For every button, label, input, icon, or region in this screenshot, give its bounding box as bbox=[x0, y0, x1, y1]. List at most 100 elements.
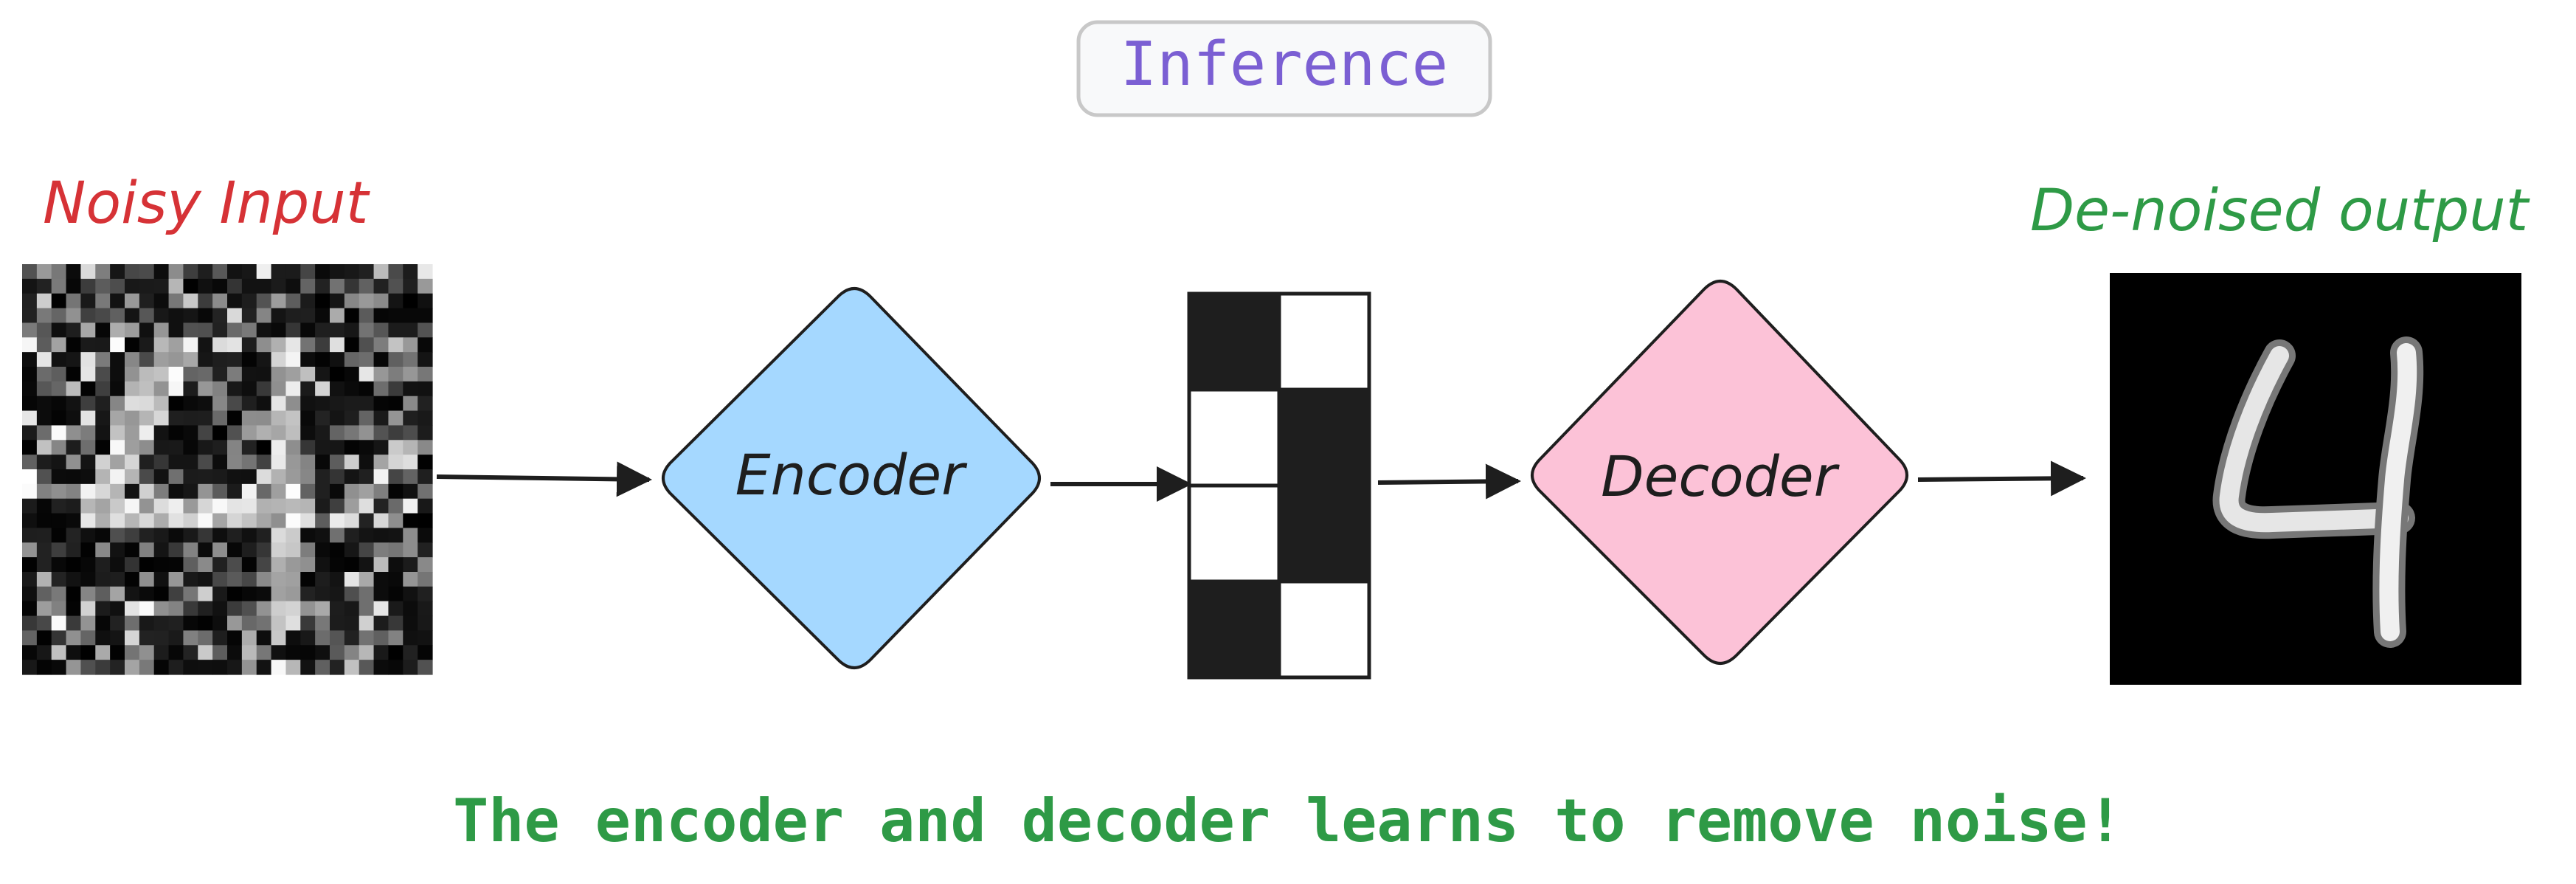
noise-pixel bbox=[359, 278, 375, 294]
noise-pixel bbox=[373, 367, 389, 382]
noisy-input-label: Noisy Input bbox=[43, 170, 370, 237]
noise-pixel bbox=[168, 528, 184, 543]
noise-pixel bbox=[95, 483, 111, 500]
noise-pixel bbox=[51, 455, 67, 470]
noise-pixel bbox=[388, 645, 404, 660]
noise-pixel bbox=[256, 410, 272, 427]
noise-pixel bbox=[359, 528, 375, 543]
noise-pixel bbox=[403, 498, 418, 514]
noise-pixel bbox=[22, 410, 38, 427]
decoder-block: Decoder bbox=[1531, 280, 1908, 665]
noise-pixel bbox=[271, 322, 287, 338]
noise-pixel bbox=[315, 601, 330, 617]
noise-pixel bbox=[241, 660, 257, 675]
noise-pixel bbox=[125, 278, 140, 294]
noise-pixel bbox=[198, 410, 213, 427]
noise-pixel bbox=[418, 396, 433, 412]
noise-pixel bbox=[110, 601, 125, 617]
noise-pixel bbox=[153, 469, 170, 485]
noise-pixel bbox=[139, 322, 155, 338]
noise-pixel bbox=[315, 308, 330, 324]
noise-pixel bbox=[95, 367, 111, 382]
noise-pixel bbox=[36, 396, 52, 412]
noise-pixel bbox=[285, 337, 301, 353]
noise-pixel bbox=[300, 483, 316, 500]
noise-pixel bbox=[330, 264, 345, 280]
noise-pixel bbox=[330, 572, 345, 587]
noise-pixel bbox=[373, 483, 389, 500]
latent-code-grid bbox=[1187, 291, 1371, 680]
noise-pixel bbox=[139, 264, 155, 280]
noise-pixel bbox=[139, 440, 155, 455]
noise-pixel bbox=[125, 381, 140, 397]
noise-pixel bbox=[51, 337, 67, 353]
noise-pixel bbox=[285, 630, 301, 646]
noise-pixel bbox=[36, 469, 52, 485]
noise-pixel bbox=[315, 660, 330, 675]
noise-pixel bbox=[256, 557, 272, 573]
noise-pixel bbox=[227, 440, 243, 455]
noise-pixel bbox=[183, 352, 198, 367]
latent-cell bbox=[1277, 291, 1371, 392]
noise-pixel bbox=[271, 293, 287, 309]
noise-pixel bbox=[256, 601, 272, 617]
noise-pixel bbox=[125, 557, 140, 573]
noise-pixel bbox=[212, 352, 228, 367]
noise-pixel bbox=[373, 645, 389, 660]
noise-pixel bbox=[403, 483, 418, 500]
noise-pixel bbox=[403, 513, 418, 529]
noise-pixel bbox=[403, 660, 418, 675]
noise-pixel bbox=[418, 264, 433, 280]
noise-pixel bbox=[227, 278, 243, 294]
noise-pixel bbox=[22, 308, 38, 324]
noise-pixel bbox=[241, 293, 257, 309]
noise-pixel bbox=[359, 469, 375, 485]
noise-pixel bbox=[271, 352, 287, 367]
noise-pixel bbox=[80, 601, 96, 617]
noise-pixel bbox=[110, 367, 125, 382]
noise-pixel bbox=[373, 615, 389, 632]
noise-pixel bbox=[315, 645, 330, 660]
noise-pixel bbox=[110, 483, 125, 500]
noise-pixel bbox=[285, 513, 301, 529]
decoder-diamond bbox=[1531, 280, 1908, 665]
noise-pixel bbox=[271, 645, 287, 660]
noise-pixel bbox=[153, 337, 170, 353]
noise-pixel bbox=[227, 498, 243, 514]
noise-pixel bbox=[153, 483, 170, 500]
noise-pixel bbox=[359, 455, 375, 470]
noise-pixel bbox=[300, 455, 316, 470]
noise-pixel bbox=[51, 293, 67, 309]
noise-pixel bbox=[183, 498, 198, 514]
noise-pixel bbox=[168, 557, 184, 573]
noise-pixel bbox=[403, 440, 418, 455]
noise-pixel bbox=[139, 513, 155, 529]
noise-pixel bbox=[373, 572, 389, 587]
noise-pixel bbox=[373, 264, 389, 280]
noise-pixel bbox=[330, 542, 345, 558]
noise-pixel bbox=[271, 425, 287, 441]
noise-pixel bbox=[198, 615, 213, 632]
noise-pixel bbox=[198, 572, 213, 587]
noise-pixel bbox=[66, 337, 82, 353]
noise-pixel bbox=[403, 586, 418, 602]
noise-pixel bbox=[110, 615, 125, 632]
arrow-latent-to-decoder bbox=[1377, 463, 1521, 500]
noise-pixel bbox=[80, 469, 96, 485]
noise-pixel bbox=[359, 498, 375, 514]
caption: The encoder and decoder learns to remove… bbox=[453, 787, 2123, 855]
noise-pixel bbox=[403, 469, 418, 485]
noise-pixel bbox=[153, 455, 170, 470]
noise-pixel bbox=[373, 410, 389, 427]
noise-pixel bbox=[139, 601, 155, 617]
noise-pixel bbox=[241, 352, 257, 367]
noise-pixel bbox=[359, 542, 375, 558]
noise-pixel bbox=[36, 440, 52, 455]
noise-pixel bbox=[110, 278, 125, 294]
noise-pixel bbox=[125, 542, 140, 558]
noise-pixel bbox=[359, 660, 375, 675]
noise-pixel bbox=[271, 557, 287, 573]
noise-pixel bbox=[51, 469, 67, 485]
noise-pixel bbox=[153, 264, 170, 280]
noise-pixel bbox=[139, 337, 155, 353]
